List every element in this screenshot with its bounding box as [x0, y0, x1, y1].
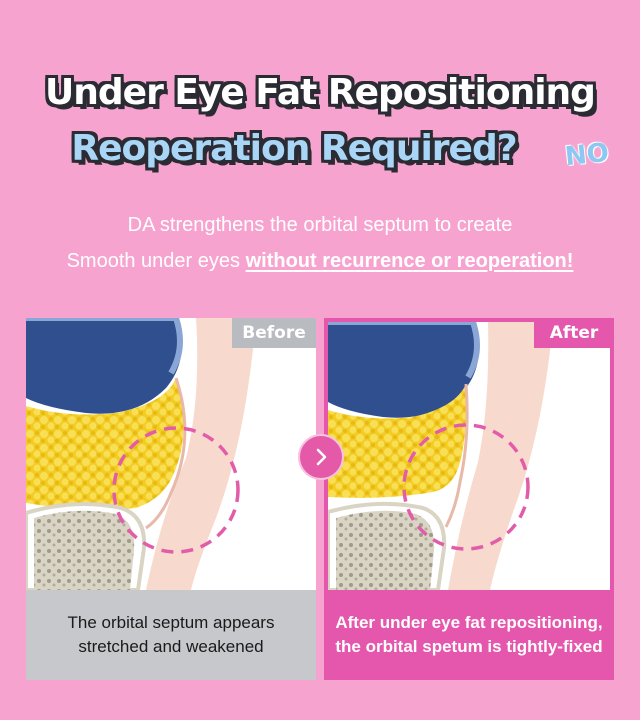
after-caption-line-1: After under eye fat repositioning,: [335, 613, 603, 632]
before-caption-line-2: stretched and weakened: [78, 637, 264, 656]
before-panel: Before The orbital septum appears stretc…: [26, 318, 316, 680]
headline-line-1: Under Eye Fat Repositioning: [45, 72, 596, 113]
chevron-right-icon: [316, 448, 327, 466]
before-caption-line-1: The orbital septum appears: [67, 613, 275, 632]
no-badge: NO: [563, 137, 611, 173]
after-illustration-frame: [328, 322, 610, 590]
before-illustration: [26, 318, 316, 590]
subtitle-line-2: Smooth under eyes without recurrence or …: [0, 250, 640, 273]
after-illustration: [328, 322, 610, 590]
after-panel: After After under eye fat repositioning,…: [324, 318, 614, 680]
headline-line-2: Reoperation Required?: [71, 128, 517, 169]
after-tag: After: [534, 318, 614, 348]
subtitle-emphasis: without recurrence or reoperation!: [245, 250, 574, 272]
next-arrow-button[interactable]: [298, 434, 344, 480]
subtitle-line-2-prefix: Smooth under eyes: [66, 250, 246, 272]
after-caption: After under eye fat repositioning, the o…: [324, 590, 614, 680]
subtitle-line-1: DA strengthens the orbital septum to cre…: [127, 214, 513, 236]
before-caption: The orbital septum appears stretched and…: [26, 590, 316, 680]
after-caption-line-2: the orbital spetum is tightly-fixed: [335, 637, 603, 656]
before-tag: Before: [232, 318, 316, 348]
